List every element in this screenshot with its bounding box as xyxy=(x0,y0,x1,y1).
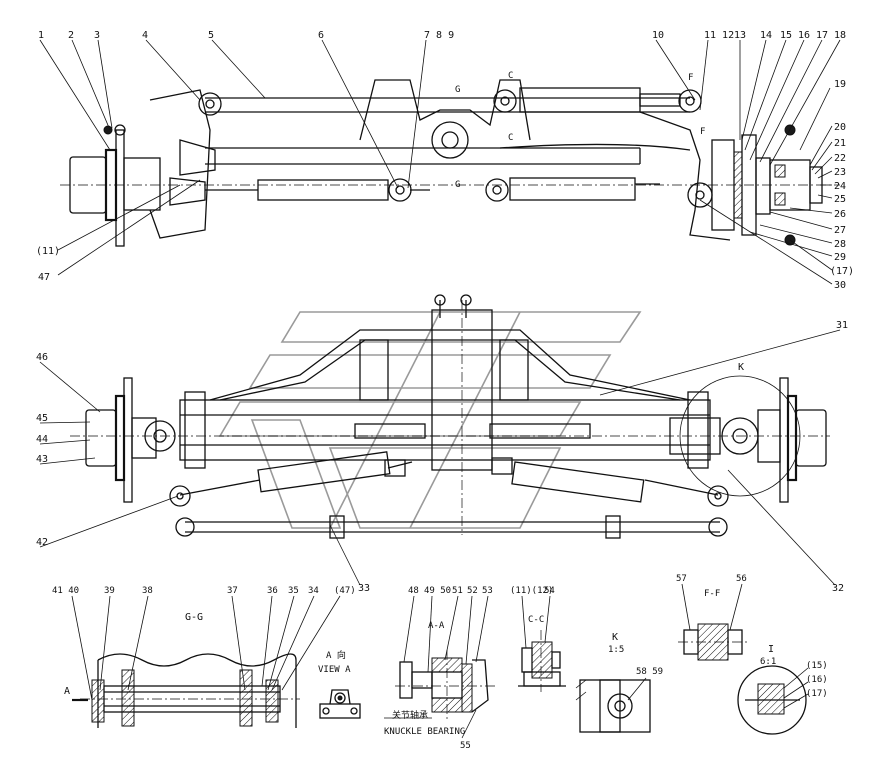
part-label-46: 46 xyxy=(36,352,48,363)
part-label-17-ref: (17) xyxy=(830,266,854,277)
part-label-1: 1 xyxy=(38,30,44,41)
part-label-7-8-9: 7 8 9 xyxy=(424,30,454,41)
gg-label-36: 36 xyxy=(267,586,278,596)
view-a-title-cn: A 向 xyxy=(326,649,346,661)
part-label-44: 44 xyxy=(36,434,48,445)
part-label-43: 43 xyxy=(36,454,48,465)
aa-caption-cn: 关节轴承 xyxy=(392,709,428,721)
watermark-logo xyxy=(218,311,642,529)
detail-i xyxy=(737,665,809,735)
section-aa xyxy=(395,650,495,720)
aa-caption-en: KNUCKLE BEARING xyxy=(384,727,465,737)
cc-leader-54 xyxy=(544,595,551,643)
cc-label-54: 54 xyxy=(544,586,555,596)
part-label-33: 33 xyxy=(358,583,370,594)
part-label-27: 27 xyxy=(834,225,846,236)
i-label-16: (16) xyxy=(806,675,828,685)
top-leaders xyxy=(39,39,841,285)
i-label-15: (15) xyxy=(806,661,828,671)
part-label-5: 5 xyxy=(208,30,214,41)
part-label-47: 47 xyxy=(38,272,50,283)
part-label-28: 28 xyxy=(834,239,846,250)
part-label-4: 4 xyxy=(142,30,148,41)
gg-label-39: 39 xyxy=(104,586,115,596)
part-label-6: 6 xyxy=(318,30,324,41)
section-mark-k: K xyxy=(738,362,744,373)
part-label-14: 14 xyxy=(760,30,772,41)
section-gg xyxy=(72,653,300,728)
part-label-29: 29 xyxy=(834,252,846,263)
aa-title: A-A xyxy=(428,621,445,631)
aa-label-52: 52 xyxy=(467,586,478,596)
aa-label-51: 51 xyxy=(452,586,463,596)
section-mark-c1: C xyxy=(508,71,513,81)
part-label-22: 22 xyxy=(834,153,846,164)
section-mark-g-bottom: G xyxy=(455,180,460,190)
aa-label-53: 53 xyxy=(482,586,493,596)
part-label-15: 15 xyxy=(780,30,792,41)
gg-leaders xyxy=(71,595,341,701)
section-mark-c2: C xyxy=(508,133,513,143)
section-mark-g-top: G xyxy=(455,85,460,95)
part-label-42: 42 xyxy=(36,537,48,548)
part-label-11-12: 11 12 xyxy=(704,30,734,41)
gg-label-38: 38 xyxy=(142,586,153,596)
part-label-30: 30 xyxy=(834,280,846,291)
front-view xyxy=(70,294,830,539)
view-a xyxy=(319,689,361,719)
cc-leader-11-12 xyxy=(521,595,527,649)
part-label-45: 45 xyxy=(36,413,48,424)
part-label-2: 2 xyxy=(68,30,74,41)
part-label-32: 32 xyxy=(832,583,844,594)
ff-title: F-F xyxy=(704,589,720,599)
part-label-16: 16 xyxy=(798,30,810,41)
k-label-58-59: 58 59 xyxy=(636,667,663,677)
i-label-17: (17) xyxy=(806,689,828,699)
section-cc xyxy=(518,630,566,692)
cc-label-11-12: (11)(12) xyxy=(510,586,553,596)
section-mark-f1: F xyxy=(688,73,693,83)
gg-label-41-40: 41 40 xyxy=(52,586,79,596)
i-title: I xyxy=(768,644,774,655)
part-label-21: 21 xyxy=(834,138,846,149)
front-leaders xyxy=(39,329,841,586)
part-label-13: 13 xyxy=(734,30,746,41)
part-label-10: 10 xyxy=(652,30,664,41)
part-label-18: 18 xyxy=(834,30,846,41)
view-a-title-en: VIEW A xyxy=(318,665,351,675)
top-view xyxy=(60,79,840,247)
section-ff xyxy=(678,623,748,661)
part-label-25: 25 xyxy=(834,194,846,205)
gg-label-34: 34 xyxy=(308,586,319,596)
part-label-24: 24 xyxy=(834,181,846,192)
ff-label-56: 56 xyxy=(736,574,747,584)
gg-label-37: 37 xyxy=(227,586,238,596)
part-label-19: 19 xyxy=(834,79,846,90)
part-label-26: 26 xyxy=(834,209,846,220)
aa-label-55: 55 xyxy=(460,741,471,751)
part-label-31: 31 xyxy=(836,320,848,331)
part-label-23: 23 xyxy=(834,167,846,178)
aa-leaders xyxy=(384,595,489,739)
k-scale: 1:5 xyxy=(608,645,624,655)
detail-k xyxy=(575,677,651,733)
ff-leader-57 xyxy=(681,583,691,631)
ff-label-57: 57 xyxy=(676,574,687,584)
section-mark-f2: F xyxy=(700,127,705,137)
cc-title: C-C xyxy=(528,615,544,625)
part-label-3: 3 xyxy=(94,30,100,41)
part-label-20: 20 xyxy=(834,122,846,133)
ff-leader-56 xyxy=(729,583,743,631)
gg-arrow-label: A xyxy=(64,686,70,697)
gg-label-47-ref: (47) xyxy=(334,586,356,596)
k-title: K xyxy=(612,632,618,643)
aa-label-48: 48 xyxy=(408,586,419,596)
aa-label-49-50: 49 50 xyxy=(424,586,451,596)
part-label-11-ref: (11) xyxy=(36,246,60,257)
i-scale: 6:1 xyxy=(760,657,776,667)
gg-label-35: 35 xyxy=(288,586,299,596)
gg-title: G-G xyxy=(185,612,203,623)
part-label-17: 17 xyxy=(816,30,828,41)
